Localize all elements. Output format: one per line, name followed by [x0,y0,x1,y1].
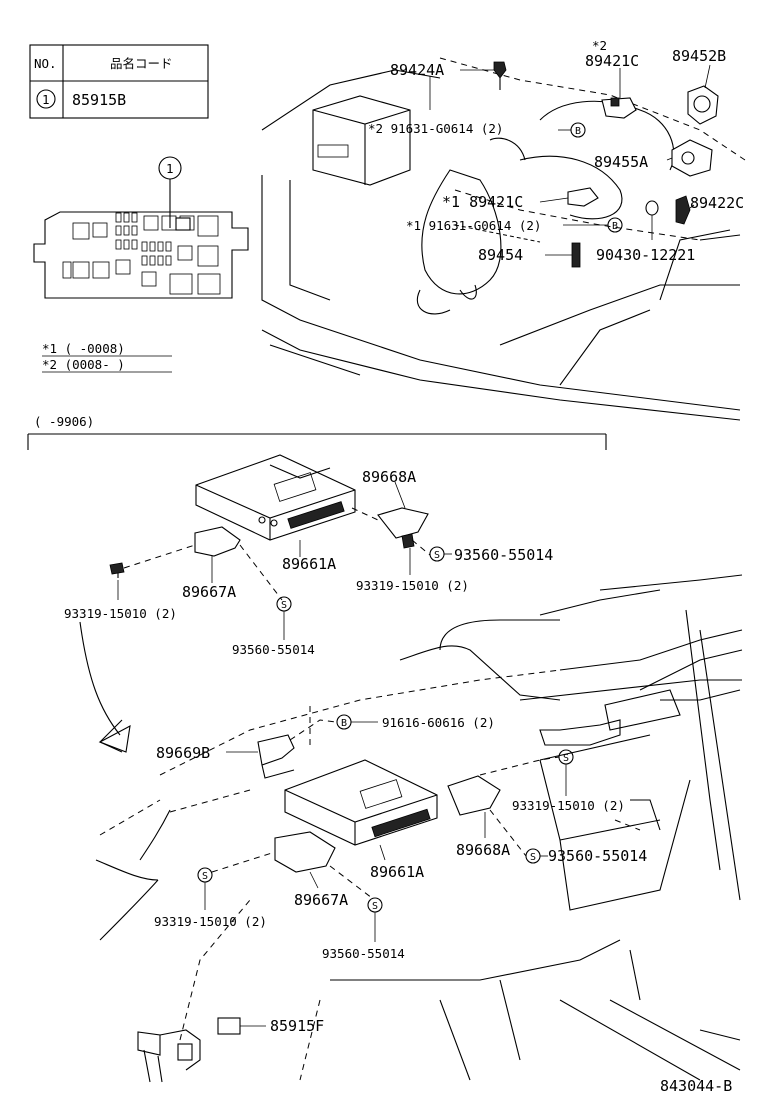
label-89454: 89454 [478,246,523,264]
label-93560-55014-bottom-d: 93560-55014 [322,946,405,961]
marker-s-2: S [434,550,440,561]
label-85915F: 85915F [270,1017,324,1035]
gasket-90430 [645,200,659,216]
sensor-89424A [493,61,507,90]
marker-s-6: S [372,901,378,912]
marker-s-4: S [530,852,536,863]
dashboard-install-view: B S S S S 91616-60616 (2) 89669B 93319-1… [79,574,743,1083]
marker-b-2: B [612,221,618,232]
label-89667A-mid: 89667A [182,583,236,601]
sensor-89455A [671,139,713,177]
sensor-89422C [675,195,691,225]
table-row-code: 85915B [72,91,126,109]
marker-b-1: B [575,126,581,137]
label-89422C: 89422C [690,194,744,212]
label-star1-89421C: *1 89421C [442,193,523,211]
footer-code: 843044-B [660,1077,732,1095]
callout-1: 1 [166,161,174,176]
label-89424A: 89424A [390,61,444,79]
label-93560-55014-bottom-c: 93560-55014 [548,847,647,865]
note-star2: *2 (0008- ) [42,357,125,372]
sensor-89421C-lower [567,187,599,207]
label-93319-15010-mid-b: 93319-15010 (2) [356,578,469,593]
label-93560-55014-mid-b: 93560-55014 [232,642,315,657]
label-89669B: 89669B [156,744,210,762]
label-89668A-mid: 89668A [362,468,416,486]
label-90430-12221: 90430-12221 [596,246,695,264]
label-star2-bolt: *2 91631-G0614 (2) [368,121,503,136]
label-89421C-top: 89421C [585,52,639,70]
label-89661A-bottom: 89661A [370,863,424,881]
label-93560-55014-mid-a: 93560-55014 [454,546,553,564]
marker-s-3: S [563,753,569,764]
label-89452B: 89452B [672,47,726,65]
label-91616-60616: 91616-60616 (2) [382,715,495,730]
part-code-table: NO. 品名コード 1 85915B [29,44,209,119]
label-93319-15010-bottom-c: 93319-15010 (2) [512,798,625,813]
label-star2-top: *2 [592,38,607,53]
marker-s-1: S [281,600,287,611]
sensor-89454 [571,242,581,268]
table-header-code: 品名コード [110,56,173,71]
relay-block-diagram: 1 *1 ( -0008) *2 (0008- ) [33,156,249,373]
sensor-89421C-top [601,97,637,119]
table-row-number: 1 [42,92,50,107]
label-89661A-mid: 89661A [282,555,336,573]
table-header-no: NO. [34,56,57,71]
note-star1: *1 ( -0008) [42,341,125,356]
label-93319-15010-mid-a: 93319-15010 (2) [64,606,177,621]
engine-bay-illustration: B B 89424A *2 89421C 89452B *2 91631-G06… [261,38,746,421]
sensor-89452B [687,85,719,125]
label-89667A-bottom: 89667A [294,891,348,909]
label-89455A: 89455A [594,153,648,171]
marker-s-5: S [202,871,208,882]
label-star1-bolt: *1 91631-G0614 (2) [406,218,541,233]
label-93319-15010-bottom-d: 93319-15010 (2) [154,914,267,929]
section-range-label: ( -9906) [34,414,94,429]
section-bracket: ( -9906) [27,414,607,450]
label-89668A-bottom: 89668A [456,841,510,859]
ecu-exploded-view: S S 89668A 93560-55014 89661A 93319-1501… [64,454,553,657]
marker-b-3: B [341,718,347,729]
